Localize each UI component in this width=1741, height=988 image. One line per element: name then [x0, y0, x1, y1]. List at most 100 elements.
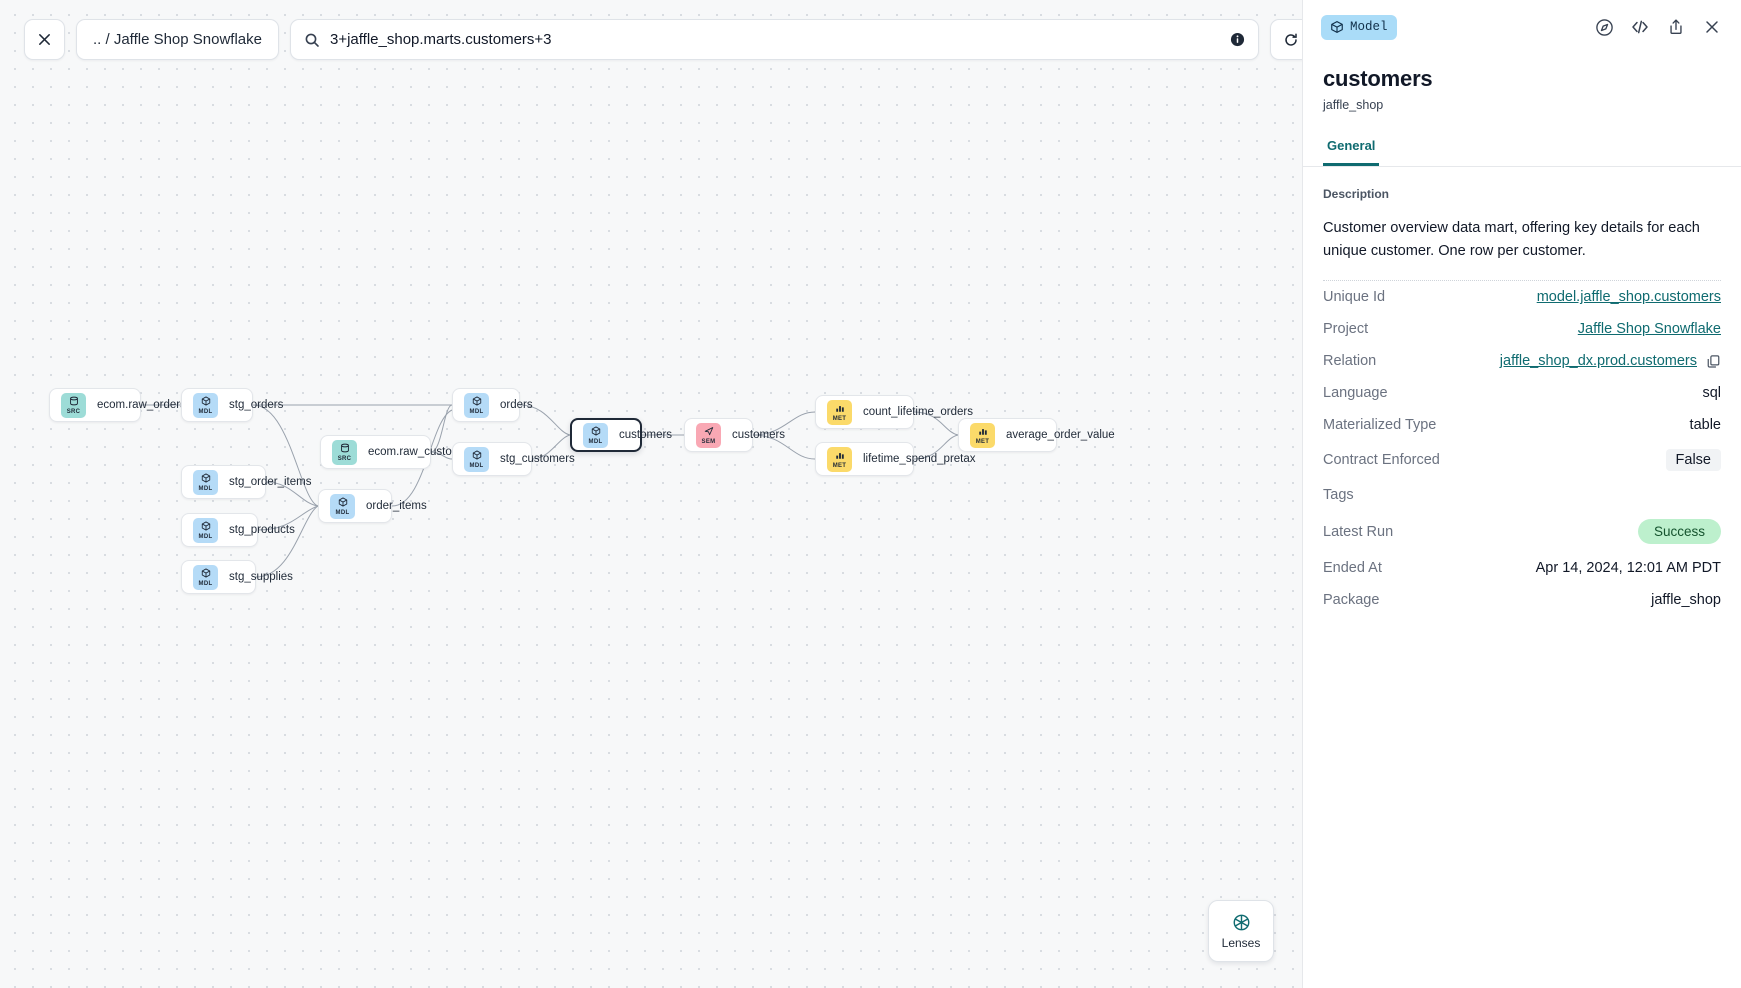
metadata-row: Contract Enforced False	[1323, 441, 1721, 479]
graph-node-customers_model[interactable]: MDL customers	[570, 418, 672, 452]
graph-node-stg_products[interactable]: MDL stg_products	[181, 513, 295, 547]
mdl-badge-icon: MDL	[464, 392, 489, 418]
graph-node-orders[interactable]: MDL orders	[452, 388, 533, 422]
metadata-key: Relation	[1323, 353, 1377, 370]
panel-toolbar: Model	[1303, 0, 1741, 54]
metadata-key: Tags	[1323, 487, 1354, 504]
lenses-button[interactable]: Lenses	[1208, 900, 1274, 962]
metadata-key: Contract Enforced	[1323, 452, 1440, 469]
metadata-row: Language sql	[1323, 377, 1721, 409]
status-badge: Success	[1637, 519, 1721, 545]
explore-button[interactable]	[1591, 14, 1617, 40]
panel-tabs: General	[1303, 138, 1741, 167]
mdl-badge-icon: MDL	[193, 392, 218, 418]
description-text: Customer overview data mart, offering ke…	[1323, 220, 1700, 259]
search-icon	[305, 33, 319, 47]
metadata-key: Latest Run	[1323, 523, 1394, 540]
close-panel-button[interactable]	[1699, 14, 1725, 40]
mdl-badge-icon: MDL	[464, 446, 489, 472]
lineage-canvas[interactable]: .. / Jaffle Shop Snowflake 3+jaffle_shop…	[0, 0, 1302, 988]
metadata-value-link[interactable]: Jaffle Shop Snowflake	[1577, 321, 1721, 338]
search-input[interactable]: 3+jaffle_shop.marts.customers+3	[290, 19, 1259, 60]
breadcrumb-label: .. / Jaffle Shop Snowflake	[93, 31, 262, 48]
graph-node-stg_customers[interactable]: MDL stg_customers	[452, 442, 575, 476]
description-label: Description	[1323, 187, 1390, 201]
metadata-value: sql	[1702, 385, 1721, 402]
graph-node-label: lifetime_spend_pretax	[863, 453, 976, 465]
metadata-key: Ended At	[1323, 560, 1382, 577]
metadata-key: Unique Id	[1323, 289, 1386, 306]
info-icon[interactable]	[1230, 32, 1245, 47]
graph-node-label: stg_supplies	[229, 571, 293, 583]
metadata-value: table	[1689, 417, 1721, 434]
close-icon	[39, 34, 50, 45]
graph-edge	[255, 505, 319, 578]
metadata-row: Ended At Apr 14, 2024, 12:01 AM PDT	[1323, 552, 1721, 584]
mdl-badge-icon: MDL	[193, 469, 218, 495]
graph-node-stg_orders[interactable]: MDL stg_orders	[181, 388, 283, 422]
mdl-badge-icon: MDL	[193, 517, 218, 543]
metadata-key: Materialized Type	[1323, 417, 1437, 434]
cube-icon	[1331, 21, 1343, 33]
close-icon	[1706, 21, 1718, 33]
code-icon	[1632, 20, 1648, 34]
sem-badge-icon: SEM	[696, 422, 721, 448]
met-badge-icon: MET	[827, 399, 852, 425]
graph-node-label: order_items	[366, 500, 427, 512]
metadata-value: Apr 14, 2024, 12:01 AM PDT	[1535, 560, 1721, 577]
canvas-toolbar: .. / Jaffle Shop Snowflake 3+jaffle_shop…	[24, 19, 1302, 60]
metadata-value-link[interactable]: jaffle_shop_dx.prod.customers	[1499, 353, 1697, 370]
view-code-button[interactable]	[1627, 14, 1653, 40]
metadata-value: jaffle_shop	[1651, 592, 1721, 609]
met-badge-icon: MET	[970, 422, 995, 448]
tab-general[interactable]: General	[1323, 138, 1380, 166]
graph-node-label: average_order_value	[1006, 429, 1115, 441]
metadata-row: Unique Id model.jaffle_shop.customers	[1323, 281, 1721, 313]
mdl-badge-icon: MDL	[583, 422, 608, 448]
metadata-value-link[interactable]: model.jaffle_shop.customers	[1536, 289, 1721, 306]
graph-node-label: stg_customers	[500, 453, 575, 465]
graph-node-label: ecom.raw_orders	[97, 399, 186, 411]
metadata-value-badge: False	[1665, 449, 1721, 472]
graph-node-customers_semantic[interactable]: SEM customers	[684, 418, 785, 452]
graph-node-stg_order_items[interactable]: MDL stg_order_items	[181, 465, 311, 499]
refresh-button[interactable]	[1270, 19, 1302, 60]
resource-type-chip[interactable]: Model	[1321, 14, 1397, 40]
metadata-row: Materialized Type table	[1323, 409, 1721, 441]
graph-node-label: orders	[500, 399, 533, 411]
share-icon	[1670, 19, 1682, 34]
refresh-icon	[1284, 32, 1297, 46]
metadata-key: Package	[1323, 592, 1380, 609]
close-lineage-button[interactable]	[24, 19, 65, 60]
lenses-label: Lenses	[1221, 935, 1261, 950]
graph-node-label: customers	[619, 429, 673, 441]
breadcrumb[interactable]: .. / Jaffle Shop Snowflake	[76, 19, 279, 60]
graph-node-label: stg_products	[229, 524, 295, 536]
details-panel: Model customers jaffle_shop General D	[1302, 0, 1741, 988]
share-button[interactable]	[1663, 14, 1689, 40]
metadata-key: Language	[1323, 385, 1388, 402]
resource-type-label: Model	[1350, 20, 1388, 34]
graph-node-lifetime_spend_pretax[interactable]: MET lifetime_spend_pretax	[815, 442, 976, 476]
copy-icon[interactable]	[1706, 354, 1721, 369]
explore-icon	[1595, 18, 1613, 36]
met-badge-icon: MET	[827, 446, 852, 472]
graph-node-label: customers	[732, 429, 786, 441]
metadata-row: Latest Run Success	[1323, 511, 1721, 552]
metadata-row: Tags	[1323, 479, 1721, 511]
lens-icon	[1233, 914, 1249, 930]
graph-node-label: stg_orders	[229, 399, 284, 411]
graph-node-average_order_value[interactable]: MET average_order_value	[958, 418, 1115, 452]
panel-content: Description Customer overview data mart,…	[1303, 167, 1741, 988]
graph-node-label: stg_order_items	[229, 476, 312, 488]
panel-header: customers jaffle_shop	[1303, 54, 1741, 112]
divider	[1323, 280, 1721, 282]
metadata-row: Package jaffle_shop	[1323, 584, 1721, 616]
